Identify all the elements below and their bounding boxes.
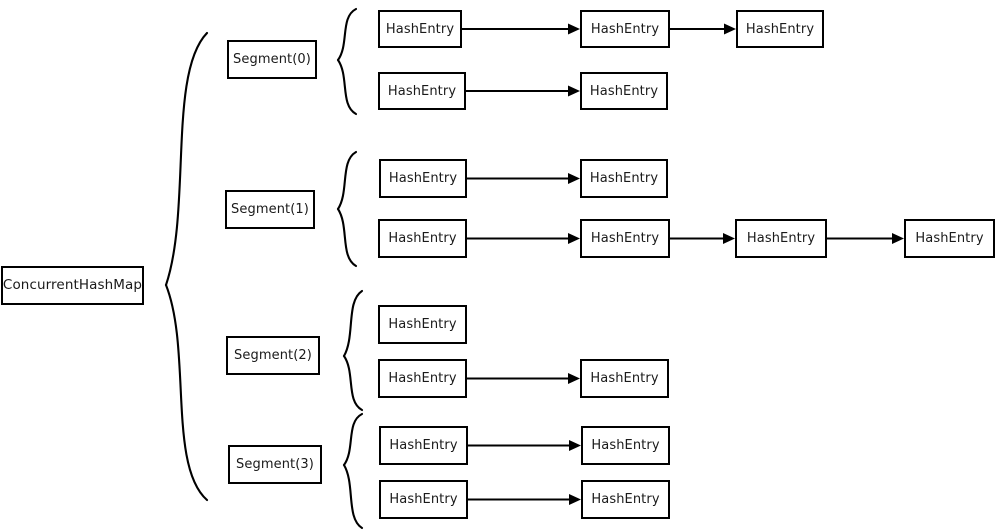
root-brace-upper-arm xyxy=(164,31,209,287)
node-hashentry-0-0-0[interactable]: HashEntry xyxy=(378,10,462,48)
node-hashentry-0-0-1[interactable]: HashEntry xyxy=(580,10,670,48)
entry-link-1-0-0-arrowhead xyxy=(568,173,580,184)
node-hashentry-1-1-2[interactable]: HashEntry xyxy=(735,219,827,258)
segment3-brace-upper-arm xyxy=(342,412,364,467)
segment1-brace-upper-arm xyxy=(336,150,358,211)
entry-link-0-0-0-arrowhead xyxy=(568,23,580,35)
segment3-brace-lower-arm xyxy=(342,463,364,530)
node-concurrenthashmap[interactable]: ConcurrentHashMap xyxy=(1,266,144,305)
node-hashentry-1-1-0[interactable]: HashEntry xyxy=(378,219,467,258)
node-hashentry-3-1-0[interactable]: HashEntry xyxy=(379,480,468,519)
node-segment-0[interactable]: Segment(0) xyxy=(227,40,317,79)
entry-link-3-0-0-arrowhead xyxy=(569,440,581,451)
node-segment-3[interactable]: Segment(3) xyxy=(228,445,322,484)
entry-link-1-1-0-arrowhead xyxy=(568,233,580,244)
node-hashentry-3-1-1[interactable]: HashEntry xyxy=(581,480,670,519)
node-segment-1[interactable]: Segment(1) xyxy=(225,190,315,229)
segment0-brace-lower-arm xyxy=(336,58,358,116)
entry-link-0-1-0-arrowhead xyxy=(568,85,580,97)
entry-link-2-1-0-arrowhead xyxy=(568,373,580,384)
node-hashentry-2-0-0[interactable]: HashEntry xyxy=(378,305,467,344)
node-hashentry-3-0-1[interactable]: HashEntry xyxy=(581,426,670,465)
node-hashentry-1-1-1[interactable]: HashEntry xyxy=(580,219,670,258)
segment2-brace-lower-arm xyxy=(342,354,364,412)
segment2-brace-upper-arm xyxy=(342,289,364,358)
node-hashentry-3-0-0[interactable]: HashEntry xyxy=(379,426,468,465)
segment1-brace-lower-arm xyxy=(336,207,358,268)
node-hashentry-2-1-1[interactable]: HashEntry xyxy=(580,359,669,398)
entry-link-3-1-0-arrowhead xyxy=(569,494,581,505)
node-hashentry-0-1-0[interactable]: HashEntry xyxy=(378,72,466,110)
node-hashentry-0-1-1[interactable]: HashEntry xyxy=(580,72,668,110)
root-brace-lower-arm xyxy=(164,283,209,502)
entry-link-0-0-1-arrowhead xyxy=(724,23,736,35)
node-hashentry-0-0-2[interactable]: HashEntry xyxy=(736,10,824,48)
node-hashentry-1-0-1[interactable]: HashEntry xyxy=(580,159,668,198)
segment0-brace-upper-arm xyxy=(336,7,358,62)
node-hashentry-1-0-0[interactable]: HashEntry xyxy=(379,159,467,198)
entry-link-1-1-1-arrowhead xyxy=(723,233,735,244)
entry-link-1-1-2-arrowhead xyxy=(892,233,904,244)
node-hashentry-1-1-3[interactable]: HashEntry xyxy=(904,219,995,258)
node-hashentry-2-1-0[interactable]: HashEntry xyxy=(378,359,467,398)
node-segment-2[interactable]: Segment(2) xyxy=(226,336,320,375)
